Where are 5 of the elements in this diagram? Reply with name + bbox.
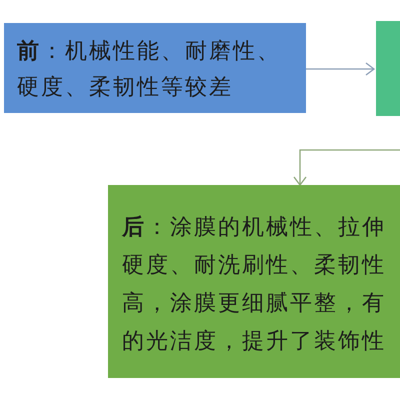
process-box: 后：涂膜的机械性、拉伸硬度、耐洗刷性、柔韧性高，涂膜更细腻平整，有的光洁度，提升了装饰性 xyxy=(108,185,400,378)
arrow xyxy=(293,149,400,186)
process-box: 前：机械性能、耐磨性、硬度、柔韧性等较差 xyxy=(4,23,306,113)
arrow xyxy=(306,62,375,76)
process-box xyxy=(376,21,400,116)
